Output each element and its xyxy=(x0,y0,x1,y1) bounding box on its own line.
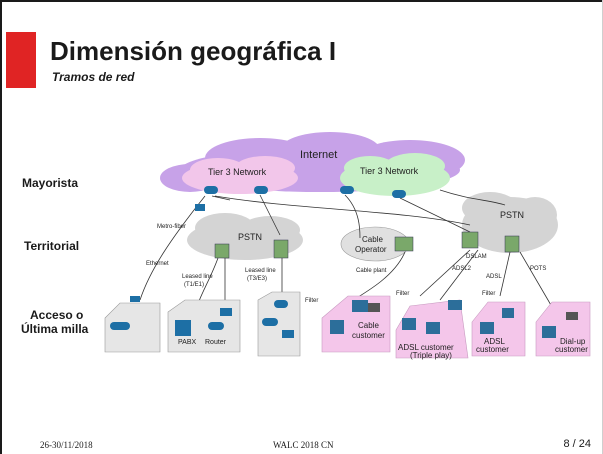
switch-icons xyxy=(214,231,520,259)
footer-date: 26-30/11/2018 xyxy=(40,440,93,450)
page-number: 8 / 24 xyxy=(563,438,591,450)
pstn-cloud-right xyxy=(462,192,558,253)
leased-t3-label-2: (T3/E3) xyxy=(247,276,267,282)
adsl-customer-house xyxy=(471,301,526,357)
slide-subtitle: Tramos de red xyxy=(52,70,135,84)
row-label-acceso: Acceso o xyxy=(30,308,84,322)
cable-customer-house xyxy=(321,295,391,353)
title-accent-bar xyxy=(6,32,36,88)
router-label: Router xyxy=(205,339,227,346)
leased-t3-label-1: Leased line xyxy=(245,268,276,274)
adsl-customer-label-2: customer xyxy=(476,345,509,354)
ethernet-building xyxy=(104,296,161,353)
pstn-right-label: PSTN xyxy=(500,210,524,220)
ethernet-label: Ethernet xyxy=(146,261,169,267)
router-icons xyxy=(195,186,406,211)
leased-t1-label-1: Leased line xyxy=(182,274,213,280)
slide-border-left xyxy=(0,0,2,454)
pabx-router-building xyxy=(167,299,241,353)
cable-operator-label-1: Cable xyxy=(362,235,383,244)
dialup-label-1: Dial-up xyxy=(560,337,586,346)
filter-label-3: Filter xyxy=(482,291,495,297)
tier3-cloud-right xyxy=(340,153,450,196)
metro-fiber-label: Metro-fiber xyxy=(157,224,186,230)
slide-title: Dimensión geográfica I xyxy=(50,36,337,66)
filter-label-2: Filter xyxy=(396,291,409,297)
cable-customer-label-1: Cable xyxy=(358,321,379,330)
cable-customer-label-2: customer xyxy=(352,331,385,340)
tier3-right-label: Tier 3 Network xyxy=(360,166,419,176)
footer-event: WALC 2018 CN xyxy=(273,440,334,450)
row-label-territorial: Territorial xyxy=(24,239,80,253)
leased-t1-label-2: (T1/E1) xyxy=(184,282,204,288)
pots-label: POTS xyxy=(530,266,546,272)
adsl-triple-label-1: ADSL customer xyxy=(398,343,454,352)
adsl-triple-label-2: (Triple play) xyxy=(410,351,452,360)
row-label-mayorista: Mayorista xyxy=(22,176,79,190)
adsl2-label: ADSL2 xyxy=(452,266,472,272)
adsl-label: ADSL xyxy=(486,274,502,280)
internet-label: Internet xyxy=(300,149,337,161)
pabx-label: PABX xyxy=(178,339,196,346)
tier3-left-label: Tier 3 Network xyxy=(208,167,267,177)
dialup-customer-house xyxy=(535,301,591,357)
adsl-customer-label-1: ADSL xyxy=(484,337,505,346)
cable-plant-label: Cable plant xyxy=(356,268,387,274)
adsl-triple-play-house xyxy=(395,299,469,359)
row-label-ultima-milla: Última milla xyxy=(21,322,89,336)
t3-building xyxy=(257,291,301,357)
filter-label-1: Filter xyxy=(305,298,318,304)
dialup-label-2: customer xyxy=(555,345,588,354)
dslam-label: DSLAM xyxy=(466,254,487,260)
cable-operator-label-2: Operator xyxy=(355,245,387,254)
slide-border-top xyxy=(0,0,603,2)
pstn-left-label: PSTN xyxy=(238,232,262,242)
